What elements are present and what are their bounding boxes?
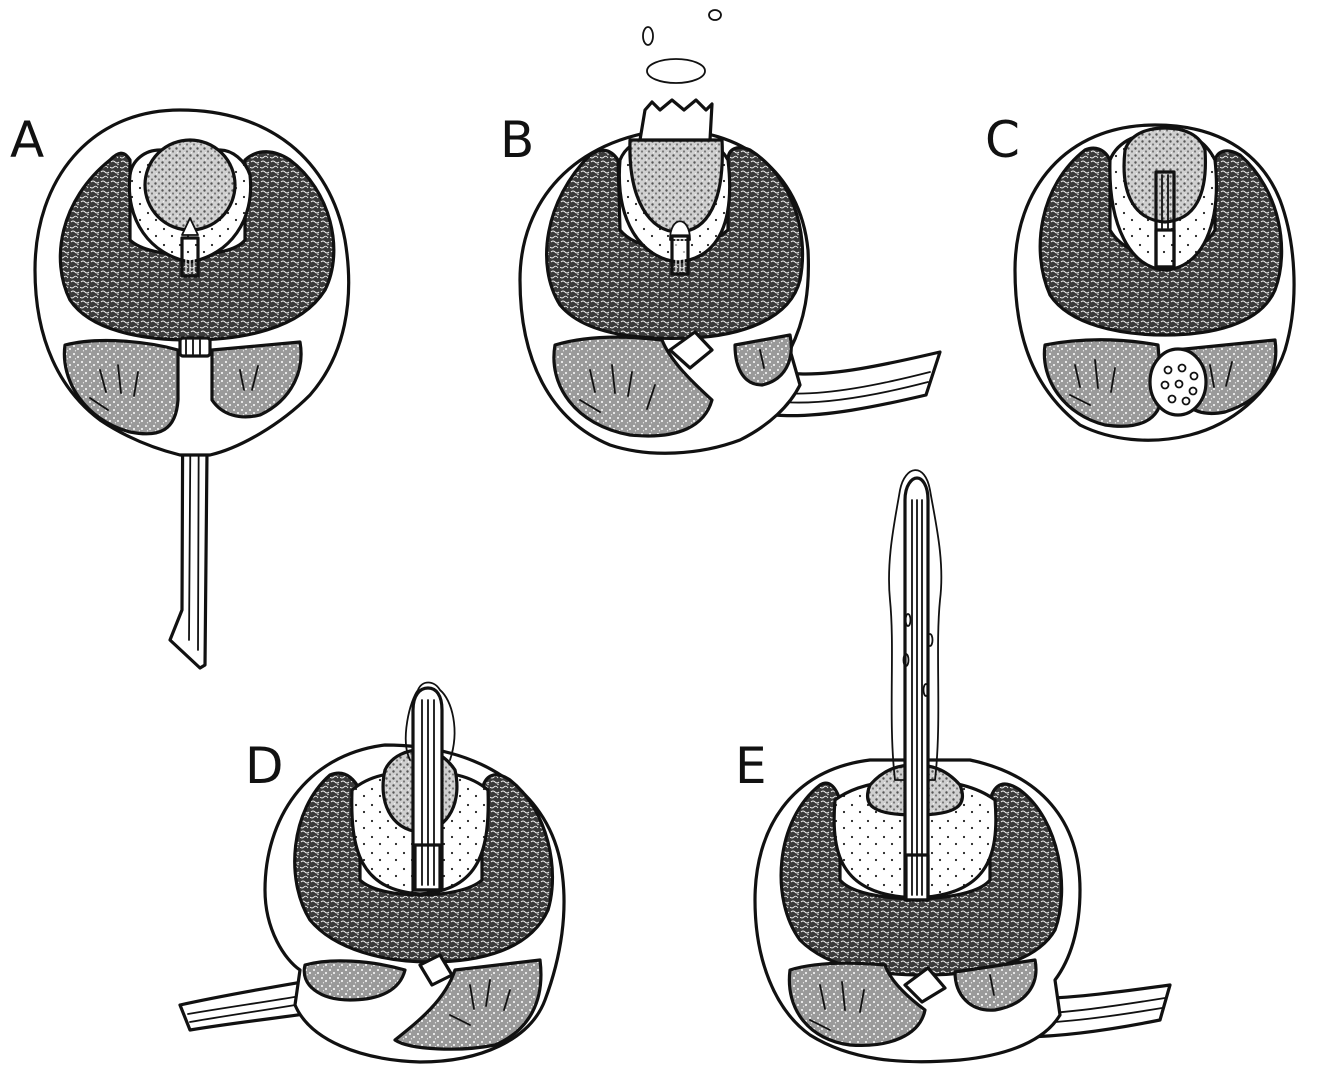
panel-d: D	[180, 683, 564, 1063]
crown-b	[640, 100, 712, 140]
cyst-c	[1150, 349, 1206, 415]
cap-a	[145, 140, 235, 230]
panel-label-d: D	[245, 737, 284, 795]
panel-b: B	[500, 10, 940, 453]
panel-label-e: E	[735, 737, 767, 795]
panel-label-c: C	[985, 111, 1020, 169]
panel-e: E	[735, 470, 1170, 1062]
panel-c: C	[985, 111, 1294, 440]
debris-small-2	[709, 10, 721, 20]
panel-label-a: A	[10, 111, 44, 169]
cap-c	[1124, 128, 1205, 222]
panel-label-b: B	[500, 111, 534, 169]
debris-small-1	[643, 27, 653, 45]
debris-ring	[647, 59, 705, 83]
panel-a: A	[10, 110, 349, 668]
lobe-left-c	[1044, 340, 1162, 427]
